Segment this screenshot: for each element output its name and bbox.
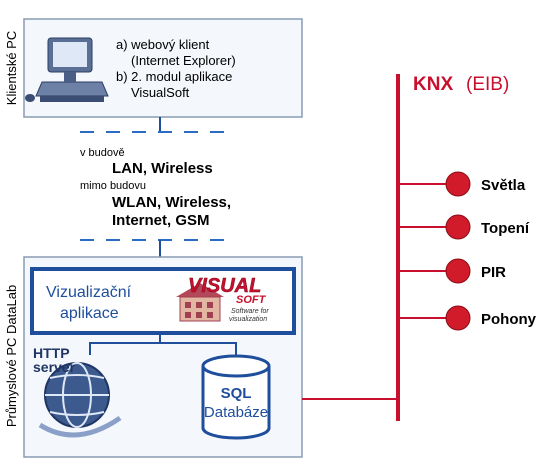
network-inside-value: LAN, Wireless (112, 160, 213, 177)
internal-connectors (89, 333, 237, 358)
logo-tagline-2: visualization (229, 316, 267, 323)
device-branch-pir: PIR (398, 258, 506, 284)
device-label-pohony: Pohony (481, 311, 537, 328)
sql-label-2: Databáze (204, 404, 268, 421)
device-label-svetla: Světla (481, 177, 526, 194)
logo-visual: VISUAL (188, 275, 261, 297)
http-label-1: HTTP (33, 345, 70, 361)
network-outside-value-1: WLAN, Wireless, (112, 194, 231, 211)
sql-label-1: SQL (221, 385, 252, 402)
client-line-4: VisualSoft (131, 85, 190, 100)
industrial-pc-side-label: Průmyslové PC DataLab (4, 285, 19, 427)
logo-soft: SOFT (236, 294, 267, 306)
logo-tagline-1: Software for (231, 308, 269, 315)
viz-line-1: Vizualizační (46, 284, 132, 301)
knx-title: KNX (413, 74, 453, 95)
computer-icon (25, 37, 109, 102)
http-server-globe-icon (38, 362, 122, 438)
device-label-pir: PIR (481, 264, 506, 281)
database-icon (201, 354, 271, 440)
device-label-topeni: Topení (481, 220, 530, 237)
viz-line-2: aplikace (60, 305, 119, 322)
visualization-app-box (30, 267, 296, 335)
client-pc-side-label: Klientské PC (4, 31, 19, 105)
network-outside-label: mimo budovu (80, 180, 146, 192)
device-branch-topeni: Topení (398, 214, 530, 240)
client-line-2: (Internet Explorer) (131, 53, 236, 68)
http-label-2: server (33, 359, 76, 375)
visualsoft-logo: VISUAL SOFT Software for visualization (176, 275, 269, 323)
network-outside-value-2: Internet, GSM (112, 212, 210, 229)
client-line-3: b) 2. modul aplikace (116, 69, 232, 84)
client-line-1: a) webový klient (116, 37, 210, 52)
device-branch-svetla: Světla (398, 171, 526, 197)
knx-subtitle: (EIB) (466, 74, 509, 95)
network-inside-label: v budově (80, 147, 125, 159)
device-branch-pohony: Pohony (398, 305, 537, 331)
